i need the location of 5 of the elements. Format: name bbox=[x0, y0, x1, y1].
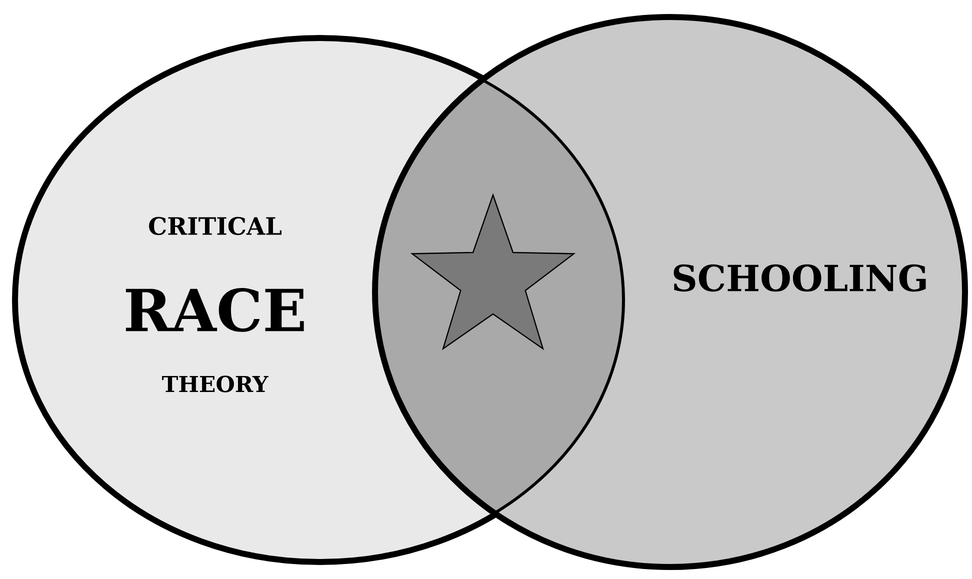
circle-label: CRITICAL bbox=[149, 216, 282, 236]
circle-label: SCHOOLING bbox=[674, 264, 926, 292]
circle-label: RACE bbox=[126, 288, 304, 332]
circle-label: THEORY bbox=[162, 376, 268, 392]
venn-circle bbox=[372, 14, 968, 570]
